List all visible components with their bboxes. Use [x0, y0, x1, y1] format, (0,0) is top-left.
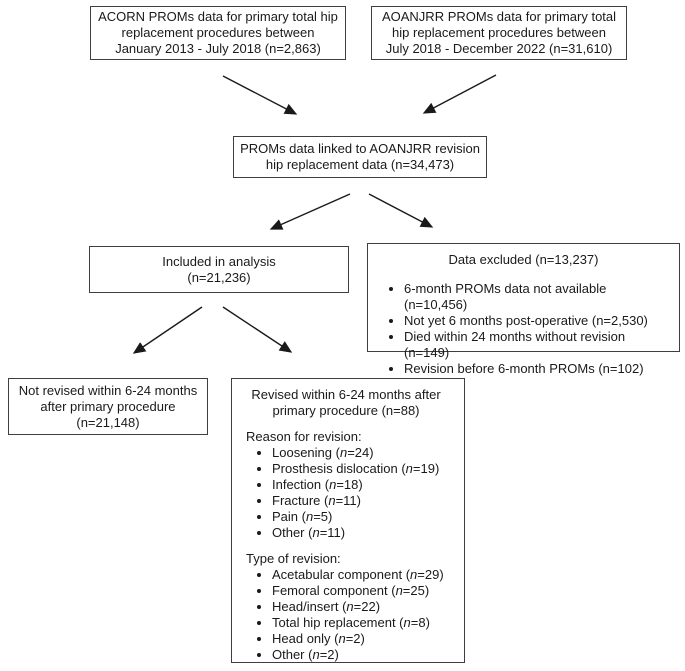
node-included: Included in analysis (n=21,236)	[89, 246, 349, 293]
arrow-linked-to-excluded	[368, 193, 434, 228]
node-aoanjrr-proms: AOANJRR PROMs data for primary total hip…	[371, 6, 627, 60]
list-item: Prosthesis dislocation (n=19)	[272, 461, 460, 477]
type-heading: Type of revision:	[246, 551, 341, 566]
list-item: Head only (n=2)	[272, 631, 460, 647]
node-revised: Revised within 6-24 months after primary…	[231, 378, 465, 663]
arrow-included-to-notrevised	[132, 306, 203, 354]
excluded-list: 6-month PROMs data not available (n=10,4…	[374, 281, 673, 377]
arrow-linked-to-included	[269, 193, 351, 230]
list-item: Other (n=2)	[272, 647, 460, 663]
list-item: Acetabular component (n=29)	[272, 567, 460, 583]
list-item: Fracture (n=11)	[272, 493, 460, 509]
list-item: Loosening (n=24)	[272, 445, 460, 461]
arrow-acorn-to-linked	[222, 75, 298, 115]
node-excluded: Data excluded (n=13,237) 6-month PROMs d…	[367, 243, 680, 376]
node-linked-data: PROMs data linked to AOANJRR revision hi…	[233, 136, 487, 178]
list-item: Pain (n=5)	[272, 509, 460, 525]
node-not-revised: Not revised within 6-24 months after pri…	[8, 378, 208, 435]
type-list: Acetabular component (n=29)Femoral compo…	[232, 567, 460, 663]
list-item: Not yet 6 months post-operative (n=2,530…	[404, 313, 673, 329]
list-item: Revision before 6-month PROMs (n=102)	[404, 361, 673, 377]
reason-heading: Reason for revision:	[246, 429, 362, 444]
excluded-title: Data excluded (n=13,237)	[448, 252, 599, 267]
revised-title: Revised within 6-24 months after primary…	[251, 387, 441, 418]
arrow-aoanjrr-to-linked	[422, 74, 497, 114]
list-item: Head/insert (n=22)	[272, 599, 460, 615]
list-item: Infection (n=18)	[272, 477, 460, 493]
reason-list: Loosening (n=24)Prosthesis dislocation (…	[232, 445, 460, 541]
list-item: 6-month PROMs data not available (n=10,4…	[404, 281, 673, 313]
list-item: Died within 24 months without revision (…	[404, 329, 673, 361]
arrow-included-to-revised	[222, 306, 293, 353]
list-item: Total hip replacement (n=8)	[272, 615, 460, 631]
reason-section: Reason for revision: Loosening (n=24)Pro…	[232, 429, 460, 541]
list-item: Femoral component (n=25)	[272, 583, 460, 599]
type-section: Type of revision: Acetabular component (…	[232, 551, 460, 663]
node-acorn-proms: ACORN PROMs data for primary total hip r…	[90, 6, 346, 60]
list-item: Other (n=11)	[272, 525, 460, 541]
